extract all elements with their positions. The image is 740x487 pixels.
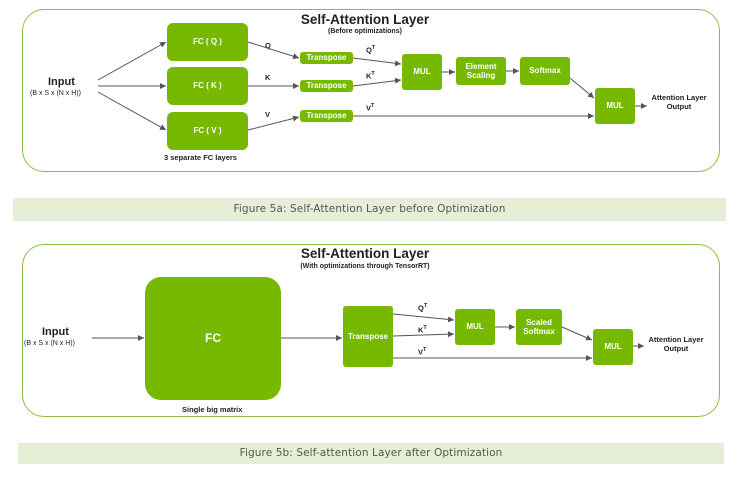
diagram-b-title: Self-Attention Layer [300,246,430,261]
transpose-q-box: Transpose [300,52,353,64]
fc-note: 3 separate FC layers [164,153,237,162]
v-label: V [265,110,271,119]
vt-label: VT [366,103,374,113]
qt-sup: T [371,45,376,51]
arrow-transk-mul [352,77,402,87]
qt-label: QT [366,45,375,55]
diagram-a-title: Self-Attention Layer [300,12,430,27]
caption-a: Figure 5a: Self-Attention Layer before O… [13,198,726,221]
mul-box: MUL [402,54,442,90]
fc-big-note: Single big matrix [182,405,243,414]
kt-label: KT [366,71,375,81]
diagram-a-subtitle: (Before optimizations) [328,28,402,35]
scaled-softmax-box: Scaled Softmax [516,309,562,345]
mul2-box-b: MUL [593,329,633,365]
kt-base-b: K [418,325,424,335]
mul-box-b: MUL [455,309,495,345]
arrow-fcq-transpose [247,41,300,60]
vt-label-b: VT [418,347,426,357]
element-scaling-box: Element Scaling [456,57,506,85]
transpose-big-box: Transpose [343,306,393,367]
vt-sup-b: T [423,347,427,353]
arrow-softmax-mul2-b [561,326,593,341]
k-label: K [265,73,271,82]
qt-sup-b: T [423,303,428,309]
arrow-fcv-transpose [247,115,300,131]
kt-base: K [366,71,372,81]
vt-sup: T [371,103,375,109]
softmax-box: Softmax [520,57,570,85]
arrow-input-fcq [97,41,167,81]
mul2-box: MUL [595,88,635,124]
fc-v-box: FC ( V ) [167,112,248,150]
diagram-a-input-label: Input [48,76,75,88]
vt-base-b: V [418,347,424,357]
diagram-a-input-dims: (B x S x (N x H)) [30,90,81,97]
kt-label-b: KT [418,325,427,335]
fc-k-box: FC ( K ) [167,67,248,105]
qt-label-b: QT [418,303,427,313]
kt-sup-b: T [423,325,427,331]
qt-base: Q [366,45,372,55]
diagram-b-subtitle: (With optimizations through TensorRT) [300,263,430,270]
output-label: Attention Layer Output [651,93,707,111]
arrow-transq-mul [352,57,402,67]
arrow-softmax-mul2 [569,77,595,99]
diagram-b-input-label: Input [42,326,69,338]
diagram-b-input-dims: (B x S x (N x H)) [24,340,75,347]
fc-q-box: FC ( Q ) [167,23,248,61]
output-label-b: Attention Layer Output [648,335,704,353]
transpose-k-box: Transpose [300,80,353,92]
caption-b: Figure 5b: Self-attention Layer after Op… [18,443,724,464]
q-label: Q [265,41,271,50]
vt-base: V [366,103,372,113]
fc-big-box: FC [145,277,281,400]
kt-sup: T [371,71,375,77]
arrow-qt-mul-b [392,313,455,323]
arrow-input-fcv [97,91,167,131]
arrow-kt-mul-b [392,331,455,338]
transpose-v-box: Transpose [300,110,353,122]
qt-base-b: Q [418,303,424,313]
